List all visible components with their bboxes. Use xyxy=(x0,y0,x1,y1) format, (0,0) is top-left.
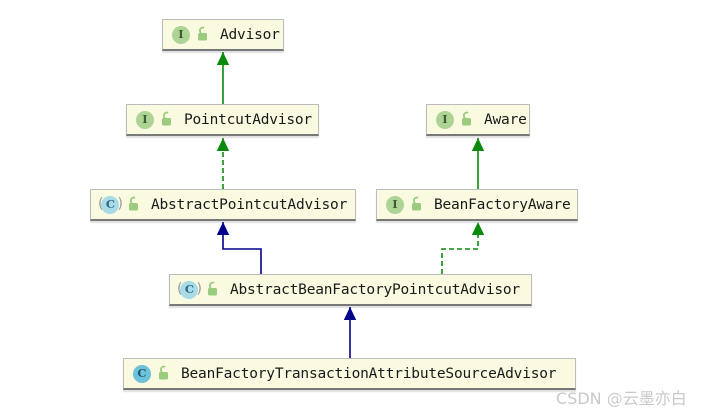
edge-abstract-bean-factory-pointcut-advisor-to-abstract-pointcut-advisor-extends-class xyxy=(216,222,262,274)
edge-bean-factory-aware-to-aware-extends-interface xyxy=(471,138,485,189)
open-lock-icon xyxy=(159,365,168,380)
node-aware[interactable]: I Aware xyxy=(426,104,530,136)
open-lock-icon xyxy=(462,111,471,126)
abstract-paren-close: ) xyxy=(196,280,202,297)
abstract-paren-open: ( xyxy=(177,280,183,297)
abstract-class-icon: C xyxy=(101,195,120,214)
arrowhead xyxy=(343,307,357,320)
interface-icon: I xyxy=(436,110,454,129)
edge-bean-factory-transaction-attribute-source-advisor-to-abstract-bean-factory-pointcut-advisor-extends-class xyxy=(343,307,357,358)
abstract-paren-open: ( xyxy=(98,195,104,212)
node-abstract-bean-factory-pointcut-advisor[interactable]: (C) AbstractBeanFactoryPointcutAdvisor xyxy=(169,274,532,306)
arrowhead xyxy=(216,52,230,65)
class-icon: C xyxy=(133,364,151,383)
watermark: CSDN @云墨亦白 xyxy=(556,389,687,408)
open-lock-icon xyxy=(162,111,171,126)
open-lock-icon xyxy=(412,196,421,211)
open-lock-icon xyxy=(207,281,217,296)
arrowhead xyxy=(471,222,485,235)
arrowhead xyxy=(216,138,230,151)
edge-pointcut-advisor-to-advisor-extends-interface xyxy=(216,52,230,104)
node-label: BeanFactoryTransactionAttributeSourceAdv… xyxy=(181,365,557,382)
node-label: AbstractBeanFactoryPointcutAdvisor xyxy=(229,281,520,298)
interface-icon: I xyxy=(136,110,154,129)
node-pointcut-advisor[interactable]: I PointcutAdvisor xyxy=(126,104,319,136)
arrowhead xyxy=(216,222,230,235)
node-bean-factory-transaction-attribute-source-advisor[interactable]: C BeanFactoryTransactionAttributeSourceAd… xyxy=(123,358,576,390)
edge-abstract-pointcut-advisor-to-pointcut-advisor-implements xyxy=(216,138,230,189)
node-label: Aware xyxy=(484,111,527,128)
node-label: PointcutAdvisor xyxy=(184,111,312,128)
interface-icon: I xyxy=(172,25,190,44)
node-abstract-pointcut-advisor[interactable]: (C) AbstractPointcutAdvisor xyxy=(90,189,356,221)
abstract-class-icon: C xyxy=(180,280,199,299)
node-advisor[interactable]: I Advisor xyxy=(162,19,284,51)
node-label: Advisor xyxy=(220,26,280,43)
open-lock-icon xyxy=(128,196,138,211)
edge-abstract-bean-factory-pointcut-advisor-to-bean-factory-aware-implements xyxy=(441,222,485,274)
node-bean-factory-aware[interactable]: I BeanFactoryAware xyxy=(376,189,578,221)
open-lock-icon xyxy=(198,26,207,41)
abstract-paren-close: ) xyxy=(117,195,123,212)
node-label: AbstractPointcutAdvisor xyxy=(150,196,348,213)
node-label: BeanFactoryAware xyxy=(434,196,571,213)
arrowhead xyxy=(471,138,485,151)
interface-icon: I xyxy=(386,195,404,214)
